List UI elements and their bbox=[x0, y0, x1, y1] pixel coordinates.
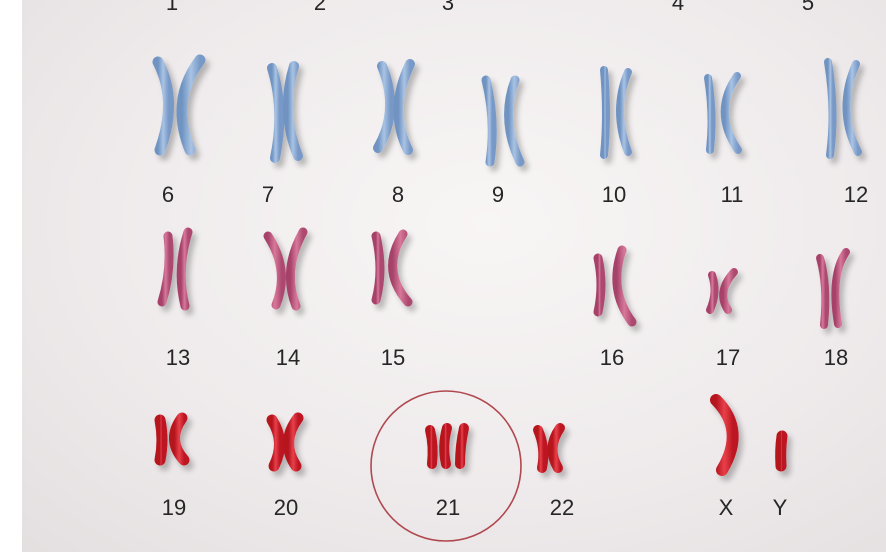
bottom-margin bbox=[0, 552, 886, 557]
left-margin bbox=[0, 0, 22, 557]
chromosome-x bbox=[716, 400, 733, 470]
label-x: X bbox=[719, 497, 734, 519]
chromosome-22 bbox=[538, 428, 560, 468]
chromosome-16 bbox=[598, 250, 632, 322]
chromosome-14 bbox=[268, 232, 303, 306]
label-20: 20 bbox=[274, 497, 298, 519]
chromosome-19 bbox=[160, 418, 184, 460]
label-11: 11 bbox=[721, 184, 744, 206]
chromosome-18 bbox=[820, 252, 846, 325]
chromosome-21 bbox=[430, 428, 464, 464]
chromosome-17 bbox=[710, 272, 734, 310]
label-15: 15 bbox=[381, 347, 405, 369]
chromosome-13 bbox=[162, 232, 188, 306]
label-22: 22 bbox=[550, 497, 574, 519]
label-19: 19 bbox=[162, 497, 186, 519]
chromosome-10 bbox=[604, 70, 628, 155]
label-top-2: 2 bbox=[314, 0, 326, 14]
label-7: 7 bbox=[262, 184, 274, 206]
label-top-5: 5 bbox=[802, 0, 814, 14]
label-18: 18 bbox=[824, 347, 848, 369]
chromosome-9 bbox=[486, 80, 520, 162]
chromosome-15 bbox=[376, 234, 408, 302]
chromosome-20 bbox=[272, 418, 298, 466]
label-8: 8 bbox=[392, 184, 404, 206]
label-top-3: 3 bbox=[442, 0, 454, 14]
label-13: 13 bbox=[166, 347, 190, 369]
label-6: 6 bbox=[162, 184, 174, 206]
label-12: 12 bbox=[844, 184, 868, 206]
label-y: Y bbox=[773, 497, 788, 519]
label-17: 17 bbox=[716, 347, 740, 369]
chromosome-7 bbox=[272, 66, 298, 158]
chromosome-11 bbox=[708, 76, 738, 150]
label-10: 10 bbox=[602, 184, 626, 206]
label-top-4: 4 bbox=[672, 0, 684, 14]
chromosome-8 bbox=[378, 64, 410, 150]
chromosome-6 bbox=[158, 60, 200, 150]
label-21: 21 bbox=[436, 497, 460, 519]
chromosome-12 bbox=[828, 62, 858, 155]
label-14: 14 bbox=[276, 347, 300, 369]
label-16: 16 bbox=[600, 347, 624, 369]
label-top-1: 1 bbox=[166, 0, 178, 14]
chromosome-y bbox=[781, 436, 782, 466]
label-9: 9 bbox=[492, 184, 504, 206]
